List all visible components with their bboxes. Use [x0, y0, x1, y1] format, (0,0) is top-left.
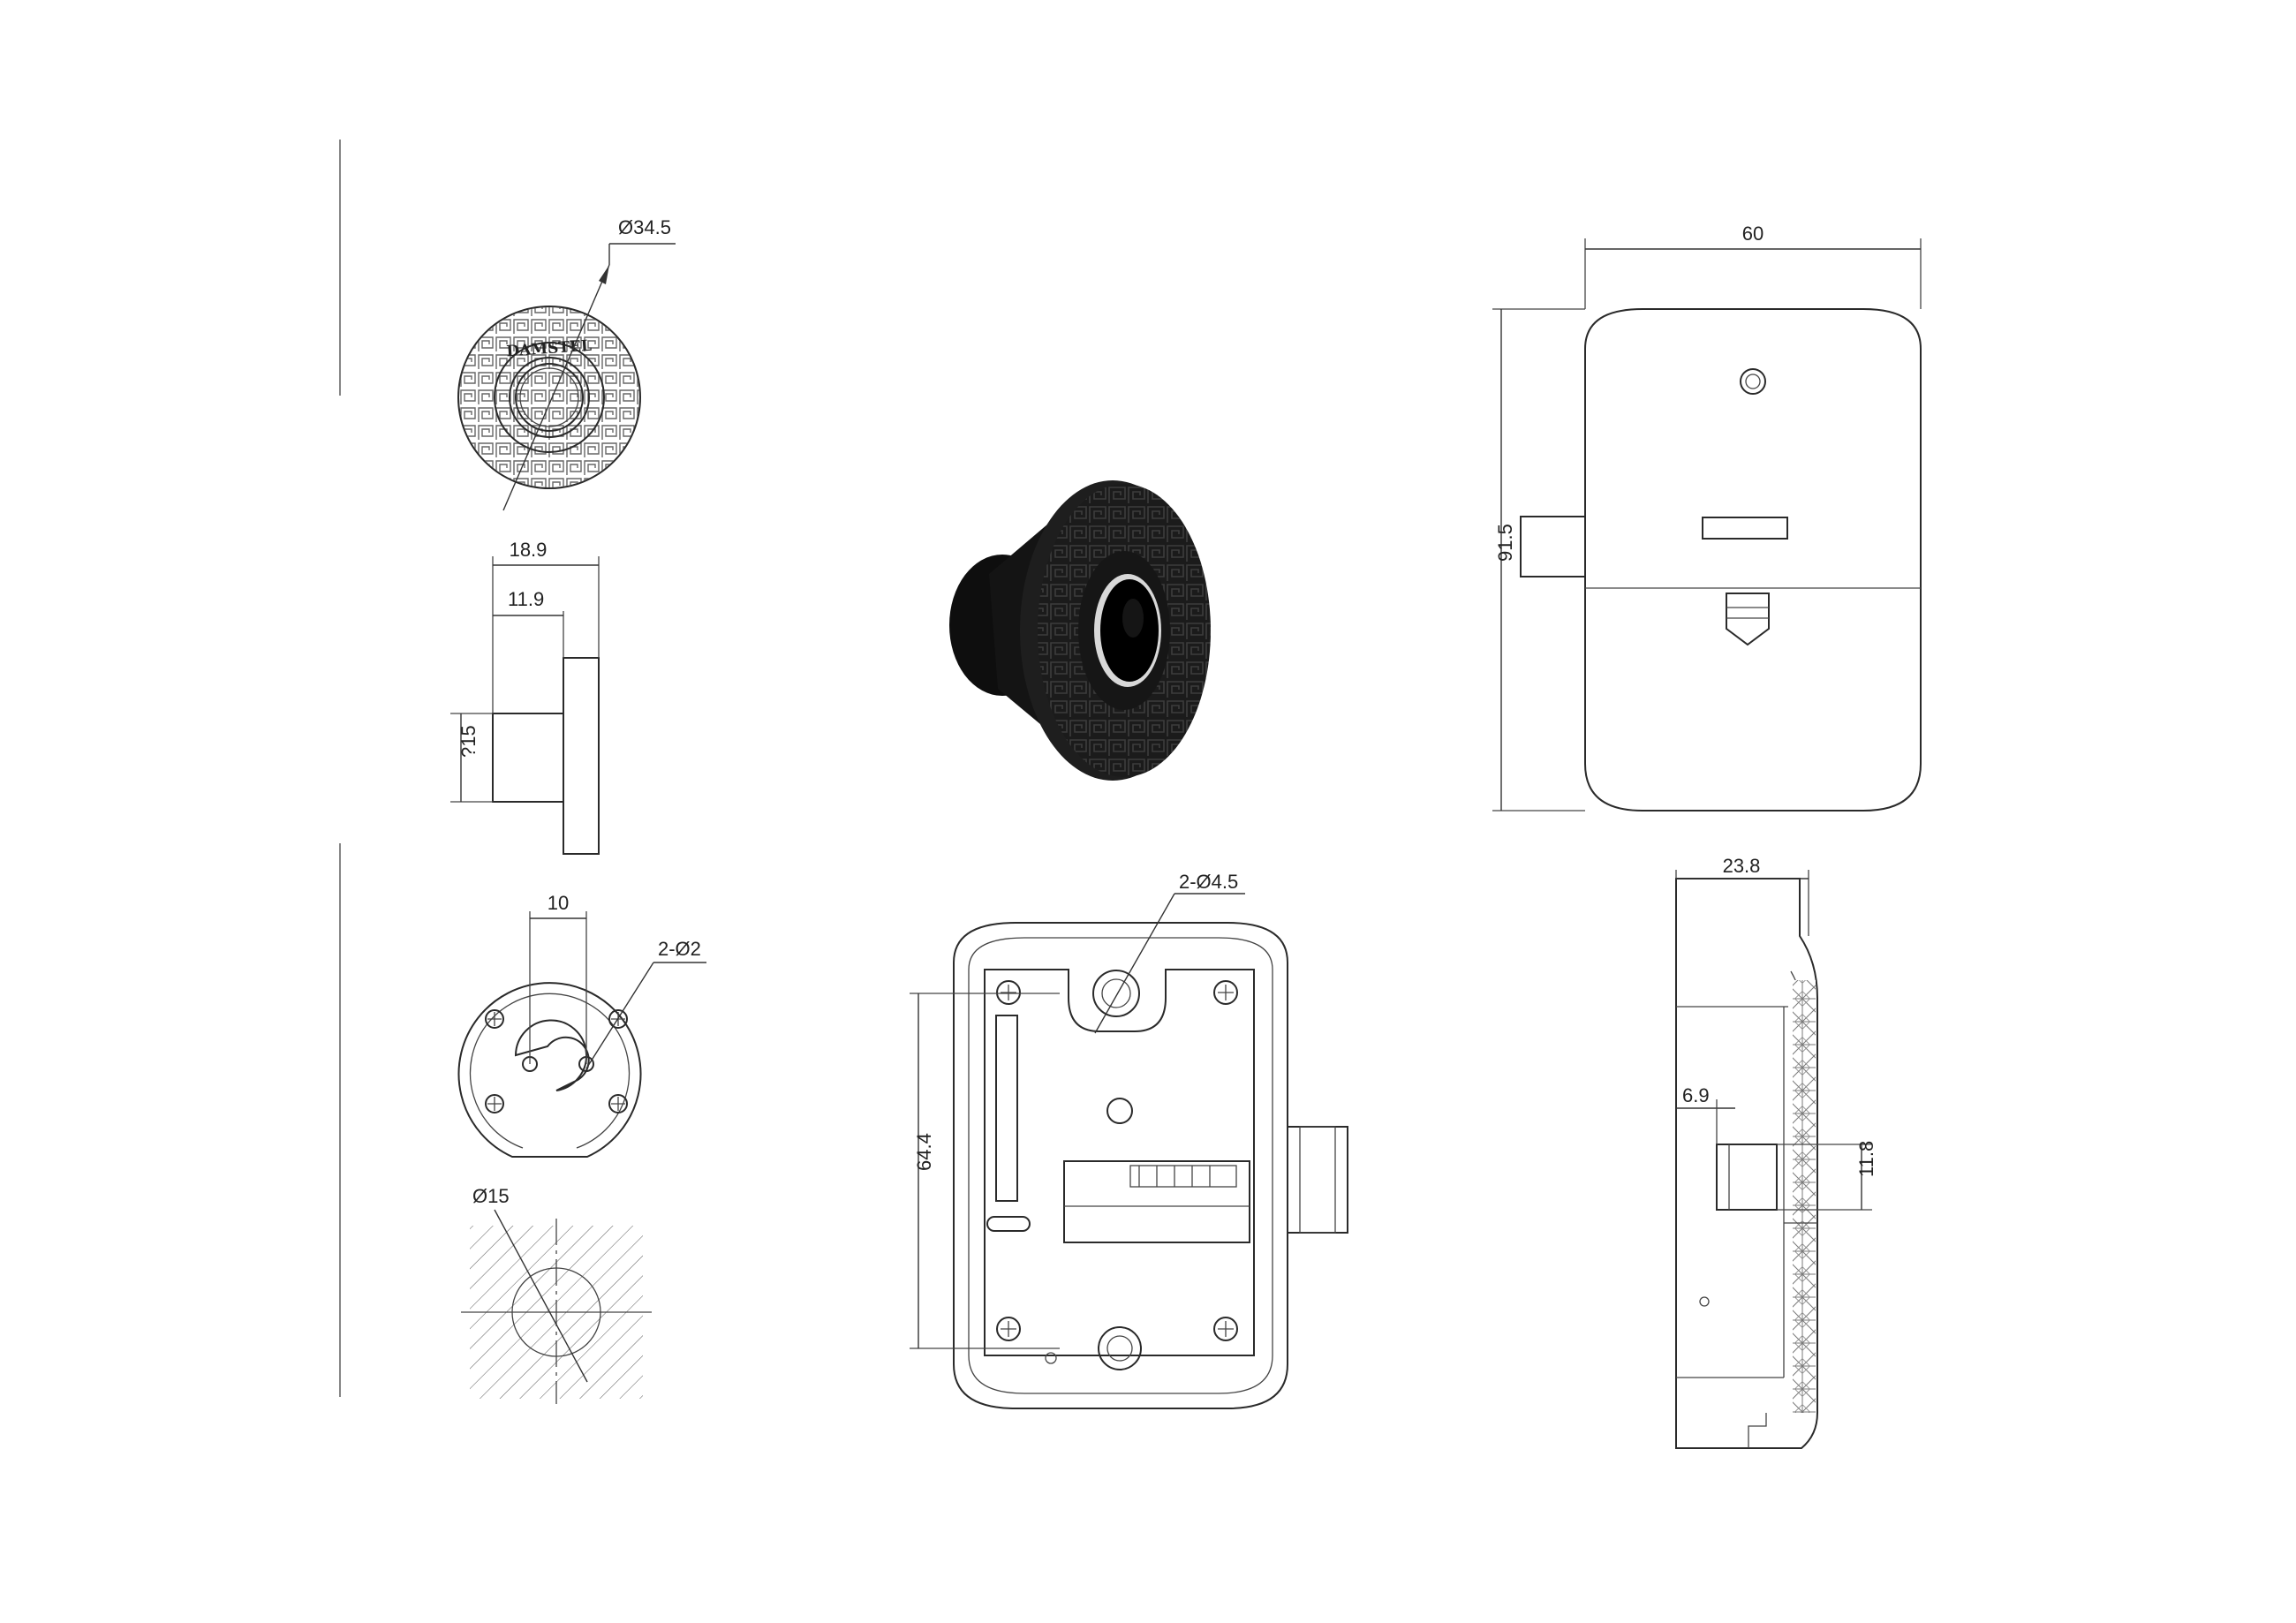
dim-knob-diameter: Ø34.5: [618, 216, 671, 238]
dim-knob-total-depth: 18.9: [510, 539, 548, 561]
cutout-section: [461, 1209, 652, 1404]
dim-lock-depth: 23.8: [1723, 855, 1761, 877]
dim-knob-shaft-diameter: ?15: [457, 725, 480, 758]
knob-3d-render: [949, 480, 1211, 781]
dim-knob-shaft-length: 11.9: [508, 588, 544, 610]
dim-knob-back-holes: 2-Ø2: [658, 938, 701, 960]
knob-front-view: DAMSTEL: [457, 243, 676, 511]
lock-front-view: [1492, 238, 1922, 812]
knob-back-view: [457, 911, 706, 1158]
dim-bolt-height: 11.8: [1855, 1141, 1877, 1177]
dim-lock-hole-spacing: 64.4: [913, 1133, 935, 1171]
dim-bolt-offset: 6.9: [1682, 1084, 1710, 1106]
knob-side-view: [450, 556, 600, 855]
dim-lock-height: 91.5: [1494, 524, 1516, 562]
lock-rear-view: [910, 893, 1348, 1409]
dim-lock-mount-holes: 2-Ø4.5: [1179, 871, 1238, 893]
dim-knob-back-spacing: 10: [548, 892, 569, 914]
lock-side-view: [1675, 870, 1872, 1449]
dim-lock-width: 60: [1742, 223, 1764, 245]
dim-cutout-diameter: Ø15: [472, 1185, 510, 1207]
